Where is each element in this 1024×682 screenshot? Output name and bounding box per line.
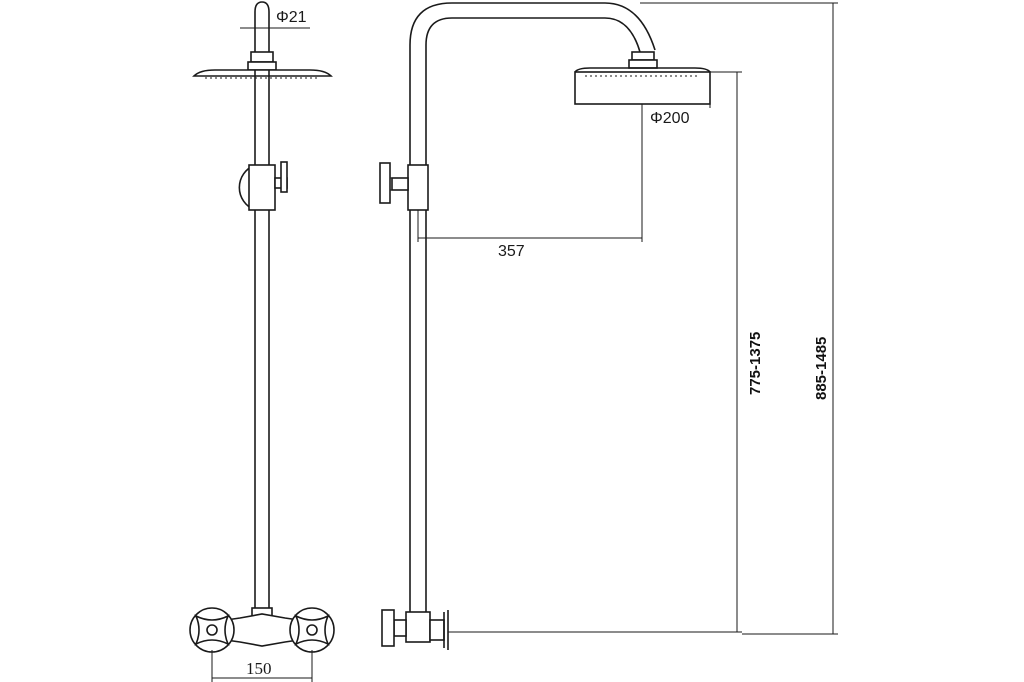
side-riser-arm-inner <box>425 17 641 615</box>
side-mixer-body <box>405 611 431 643</box>
dim-pipe-diameter: Φ21 <box>240 9 310 32</box>
side-diverter-stem <box>391 177 409 191</box>
front-shower-head <box>192 69 333 77</box>
front-right-handle-cap <box>306 624 318 636</box>
front-gooseneck <box>254 1 270 52</box>
side-diverter-handle <box>379 162 391 204</box>
front-head-connector <box>250 51 274 63</box>
dim-head-diameter-label: Φ200 <box>650 110 690 127</box>
front-diverter-body <box>248 164 276 211</box>
side-head-nut <box>628 59 658 69</box>
side-mixer-stem <box>393 619 407 637</box>
dim-inlet-spacing-label: 150 <box>246 659 272 678</box>
dim-inlet-spacing: 150 <box>211 650 313 682</box>
side-view: 357 Φ200 775-1375 885-1485 <box>379 2 838 650</box>
dim-head-height-label: 775-1375 <box>747 332 764 395</box>
side-mixer-handle <box>381 609 395 647</box>
side-head-top <box>574 67 711 73</box>
side-riser-arm-outer <box>409 2 656 615</box>
front-view: Φ21 150 <box>189 1 335 682</box>
dim-head-diameter: Φ200 <box>642 103 711 127</box>
front-left-handle-cap <box>206 624 218 636</box>
dim-total-height: 885-1485 <box>640 2 838 635</box>
dim-head-height: 775-1375 <box>448 71 764 633</box>
front-head-nut <box>247 61 277 71</box>
side-head-connector <box>631 51 655 61</box>
front-diverter-lever <box>280 161 288 193</box>
side-diverter-body <box>407 164 429 211</box>
dim-total-height-label: 885-1485 <box>813 337 830 400</box>
side-shower-head <box>574 71 711 105</box>
dim-arm-reach-label: 357 <box>498 243 525 260</box>
dim-arm-reach: 357 <box>417 104 643 260</box>
side-wall-connector <box>429 619 445 641</box>
dim-pipe-diameter-label: Φ21 <box>276 9 307 26</box>
